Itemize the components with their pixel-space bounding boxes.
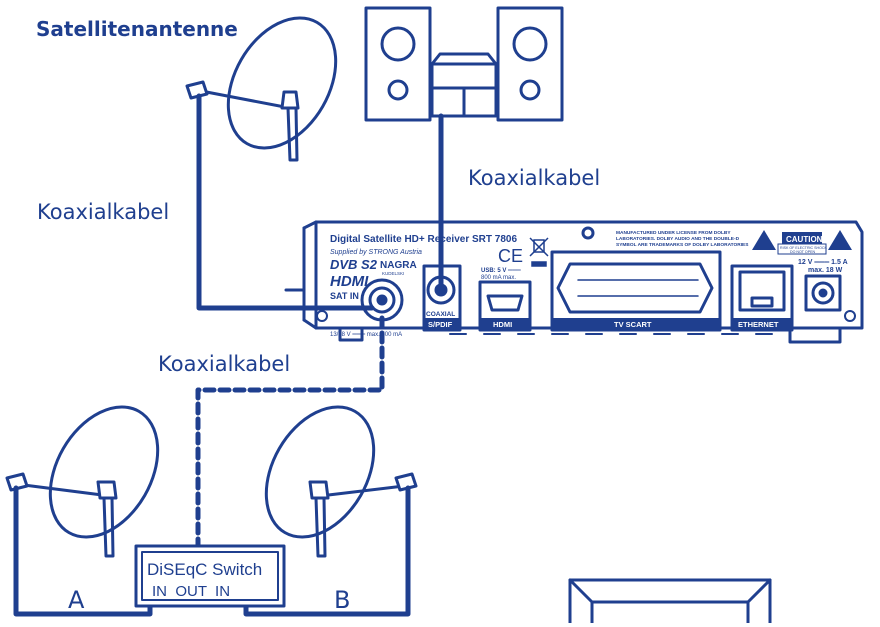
coax-cable-top-label: Koaxialkabel <box>468 166 601 190</box>
port-scart-label: TV SCART <box>614 320 652 329</box>
caution-warning-icon <box>828 230 852 250</box>
warning-triangles <box>752 230 852 250</box>
power-spec-1: 12 V ═══ 1.5 A <box>798 259 848 266</box>
top-satellite-dish <box>185 16 338 162</box>
port-spdif-label: S/PDIF <box>428 320 453 329</box>
port-ethernet-label: ETHERNET <box>738 320 779 329</box>
audio-amplifier <box>430 52 498 118</box>
coax-cable-dish-a <box>13 485 153 617</box>
weee-bin-icon <box>529 237 549 267</box>
switch-ports-label: IN OUT IN <box>152 583 230 600</box>
coax-cable-diseqc-dashed <box>195 315 385 561</box>
sat-in-label: SAT IN <box>330 291 359 301</box>
port-coaxial-label: COAXIAL <box>426 311 455 318</box>
coax-cable-dish-b <box>243 485 411 617</box>
bottom-left-satellite-dish <box>5 405 160 558</box>
coax-cable-middle-label: Koaxialkabel <box>158 352 291 376</box>
logo-nagra-sub: KUDELSKI <box>382 271 404 276</box>
power-spec-2: max. 18 W <box>808 267 843 274</box>
coax-cable-left-label: Koaxialkabel <box>37 200 170 224</box>
switch-title-label: DiSEqC Switch <box>147 560 262 579</box>
power-connector <box>804 274 842 312</box>
usb-spec-2: 800 mA max. <box>481 275 516 281</box>
license-line-3: SYMBOL ARE TRADEMARKS OF DOLBY LABORATOR… <box>616 242 749 248</box>
bottom-right-satellite-dish <box>264 405 418 558</box>
logo-nagra: NAGRA <box>380 260 417 271</box>
license-line-2: LABORATORIES. DOLBY AUDIO AND THE DOUBLE… <box>616 236 740 242</box>
receiver-port-labels <box>424 232 827 330</box>
license-line-1: MANUFACTURED UNDER LICENSE FROM DOLBY <box>616 230 731 236</box>
coax-cable-top-dish <box>196 93 375 311</box>
receiver-supplied: Supplied by STRONG Austria <box>330 249 422 256</box>
receiver-title: Digital Satellite HD+ Receiver SRT 7806 <box>330 234 517 245</box>
tv-outline <box>568 578 772 625</box>
usb-spec-1: USB: 5 V ═══ <box>481 268 522 274</box>
dish-a-label: A <box>68 586 85 614</box>
satellite-antenna-label: Satellitenantenne <box>36 17 238 41</box>
sat-in-spec: 13/18 V ═══ max. 500 mA <box>330 332 402 338</box>
receiver-rear-panel <box>284 220 864 344</box>
ce-mark: CE <box>498 246 523 266</box>
logo-dvb: DVB S2 <box>330 257 378 272</box>
shock-warning-icon <box>752 230 776 250</box>
stereo-speakers <box>364 6 564 122</box>
logo-hdmi: HDMI <box>330 273 369 290</box>
dish-b-label: B <box>334 586 351 614</box>
caution-sub-1: RISK OF ELECTRIC SHOCK <box>780 246 828 250</box>
caution-sub-2: DO NOT OPEN <box>790 250 815 254</box>
caution-label: CAUTION <box>786 235 823 244</box>
port-hdmi-label: HDMI <box>493 320 512 329</box>
